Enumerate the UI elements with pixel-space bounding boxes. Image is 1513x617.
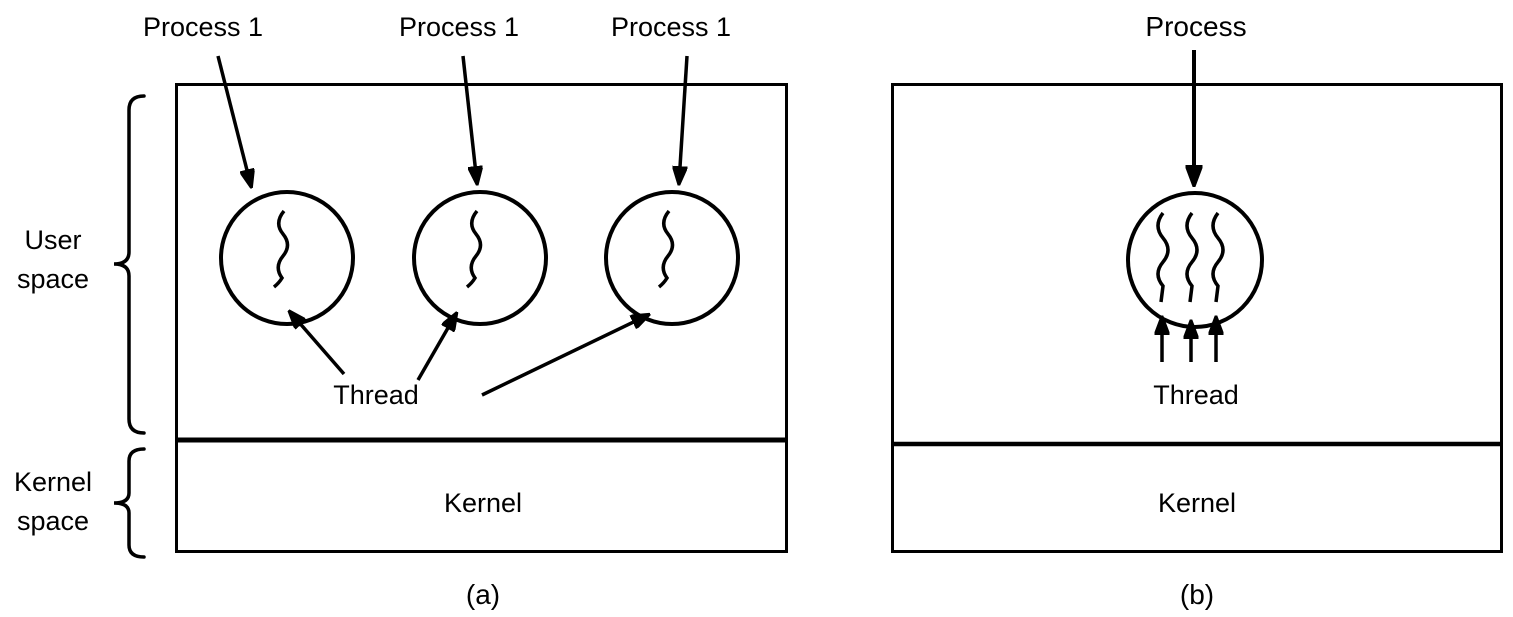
thread-squiggle-1	[272, 209, 290, 289]
thread-arrow-1	[290, 312, 346, 376]
kernel-space-label: Kernel space	[0, 463, 108, 541]
process-label-b: Process	[1145, 11, 1247, 42]
user-space-label-line1: User	[24, 225, 82, 255]
process-circle-1	[219, 190, 355, 326]
left-braces	[113, 94, 146, 559]
user-space-label-line2: space	[16, 264, 90, 294]
thread-label-a: Thread	[333, 380, 419, 410]
process-label-1: Process 1	[142, 12, 264, 42]
kernel-space-label-line2: space	[16, 506, 90, 536]
thread-squiggle-b2	[1185, 211, 1199, 303]
caption-a: (a)	[465, 579, 501, 610]
thread-arrow-3	[481, 315, 648, 397]
kernel-space-label-line1: Kernel	[13, 467, 93, 497]
process-arrow-3	[679, 55, 689, 183]
caption-b: (b)	[1179, 579, 1215, 610]
kernel-label-a: Kernel	[443, 488, 523, 518]
panel-b	[891, 50, 1503, 553]
thread-squiggle-b3	[1211, 211, 1225, 303]
process-label-3: Process 1	[610, 12, 732, 42]
thread-squiggle-b1	[1156, 211, 1170, 303]
panel-a	[175, 55, 788, 553]
user-space-label: User space	[0, 221, 108, 299]
user-kernel-box-b	[891, 83, 1503, 553]
process-label-2: Process 1	[398, 12, 520, 42]
thread-squiggle-3	[657, 209, 675, 289]
user-space-brace	[113, 94, 146, 435]
process-arrow-1	[216, 55, 251, 186]
thread-arrow-2	[416, 314, 456, 381]
process-arrow-2	[461, 55, 477, 183]
thread-label-b: Thread	[1153, 380, 1239, 410]
thread-squiggle-2	[465, 209, 483, 289]
process-circle-3	[604, 190, 740, 326]
kernel-label-b: Kernel	[1157, 488, 1237, 518]
process-circle-2	[412, 190, 548, 326]
kernel-space-brace	[113, 447, 146, 559]
user-kernel-box-a	[175, 83, 788, 553]
